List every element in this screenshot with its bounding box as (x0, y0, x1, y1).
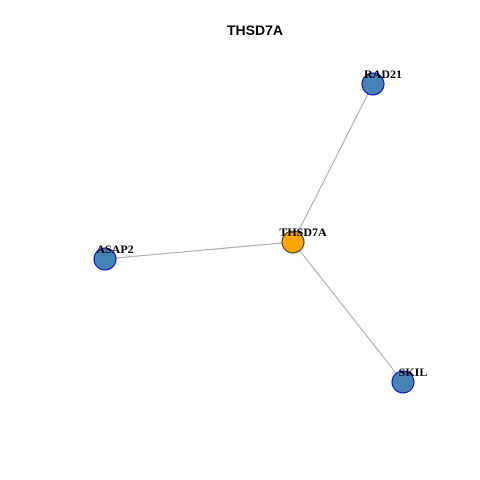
edge-thsd7a-skil (292, 241, 404, 383)
edges-layer (104, 83, 404, 383)
edge-thsd7a-rad21 (292, 83, 374, 243)
nodes-layer (93, 72, 415, 394)
figure-title: THSD7A (227, 22, 283, 38)
node-skil (391, 370, 415, 394)
node-rad21 (361, 72, 385, 96)
node-label-rad21: RAD21 (364, 67, 402, 81)
node-label-thsd7a: THSD7A (279, 225, 327, 239)
node-label-skil: SKIL (399, 365, 428, 379)
node-label-asap2: ASAP2 (96, 242, 133, 256)
edge-thsd7a-asap2 (104, 241, 294, 260)
node-asap2 (93, 247, 117, 271)
node-thsd7a (281, 230, 305, 254)
